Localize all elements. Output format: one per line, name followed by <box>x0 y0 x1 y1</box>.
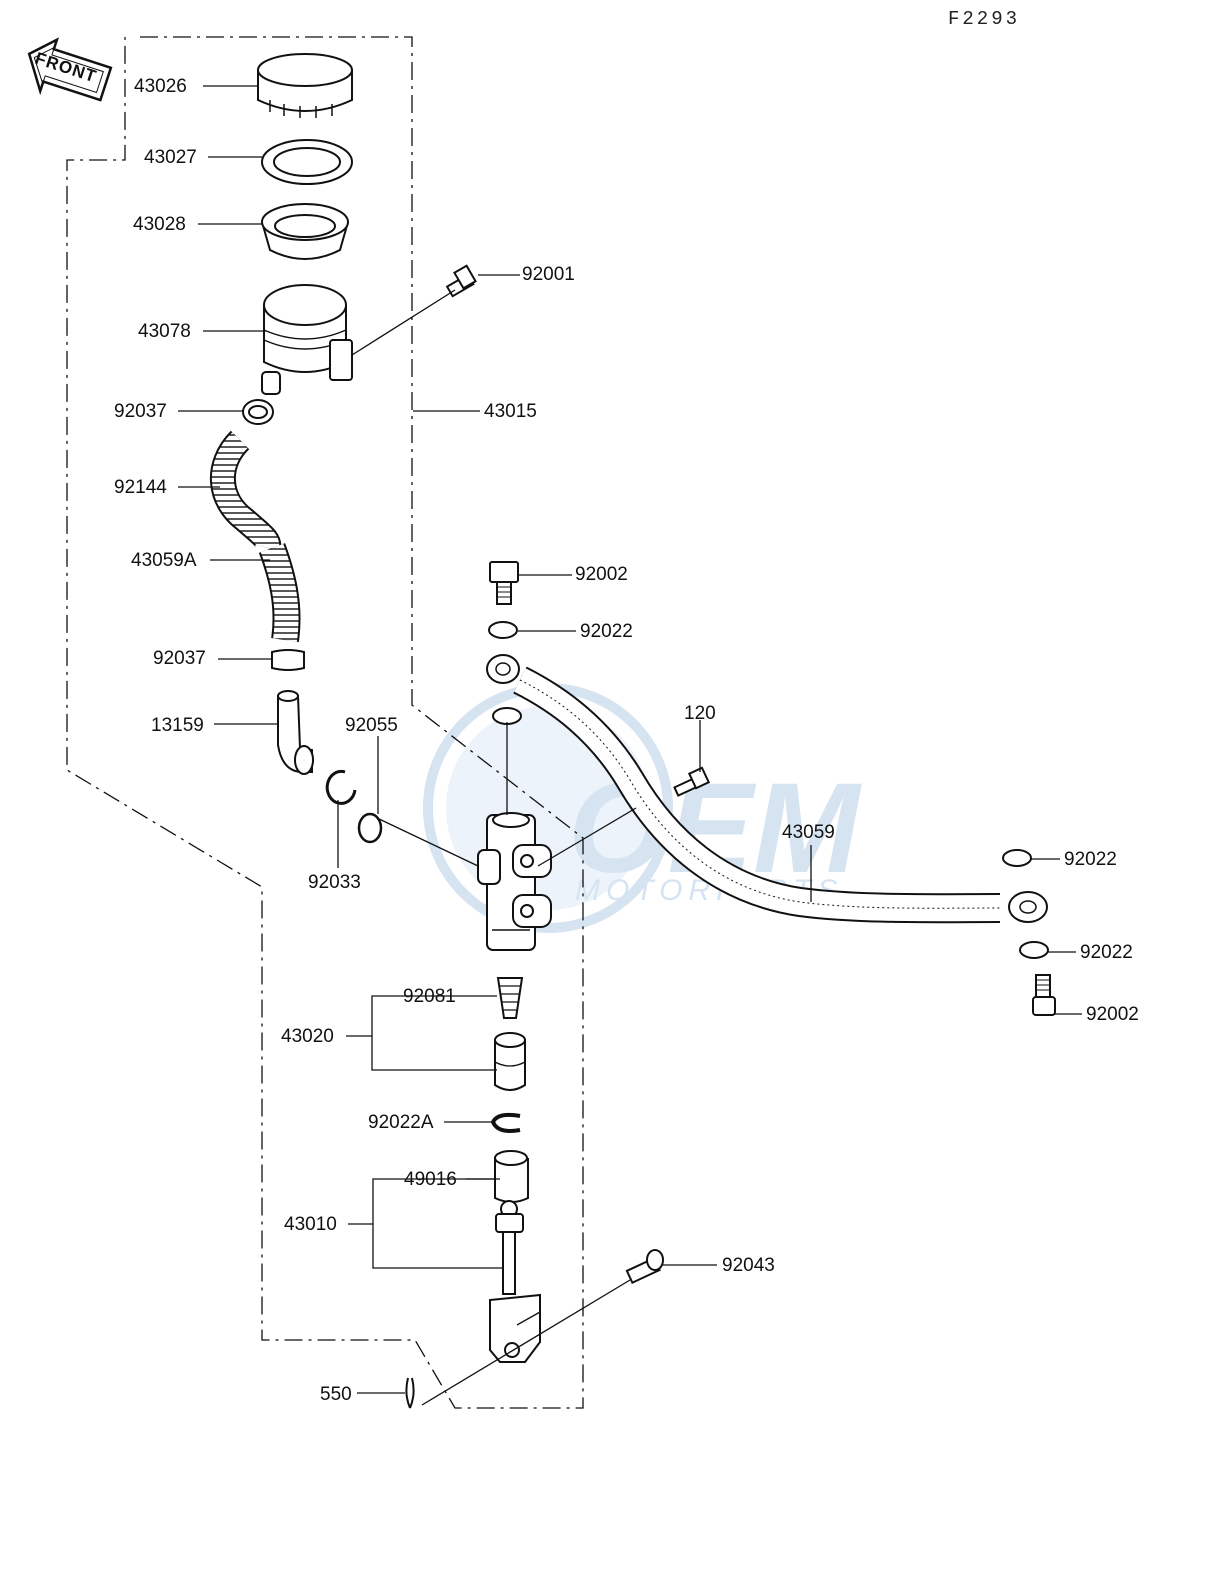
part-label[interactable]: 92002 <box>575 564 628 585</box>
cotter-pin-part[interactable] <box>405 1377 415 1409</box>
part-label[interactable]: 120 <box>684 703 716 724</box>
part-label[interactable]: 550 <box>320 1384 352 1405</box>
part-label[interactable]: 43020 <box>281 1026 334 1047</box>
part-label[interactable]: 92055 <box>345 715 398 736</box>
push-rod-part[interactable] <box>489 1200 541 1363</box>
master-cylinder-body-part[interactable] <box>477 812 552 951</box>
banjo-bolt-upper-part[interactable] <box>489 561 519 605</box>
part-label[interactable]: 43015 <box>484 401 537 422</box>
part-label[interactable]: 92001 <box>522 264 575 285</box>
front-arrow-icon <box>27 37 113 102</box>
piston-cup-part[interactable] <box>494 1032 526 1091</box>
spring-part[interactable] <box>496 977 524 1019</box>
part-label[interactable]: 92022A <box>368 1112 434 1133</box>
part-label[interactable]: 43026 <box>134 76 187 97</box>
part-label[interactable]: 92022 <box>1080 942 1133 963</box>
part-label[interactable]: 92002 <box>1086 1004 1139 1025</box>
o-ring-part[interactable] <box>357 812 383 844</box>
part-label[interactable]: 92037 <box>153 648 206 669</box>
hose-elbow-part[interactable] <box>277 690 314 775</box>
part-label[interactable]: 43078 <box>138 321 191 342</box>
banjo-bolt-lower-part[interactable] <box>1032 974 1056 1016</box>
part-label[interactable]: 92037 <box>114 401 167 422</box>
brake-hose-part[interactable] <box>486 654 1048 924</box>
leader-lines <box>178 85 1082 1406</box>
washer-lower-body-part[interactable] <box>492 707 522 725</box>
part-label[interactable]: 13159 <box>151 715 204 736</box>
hose-clamp-lower-part[interactable] <box>271 649 305 671</box>
dust-boot-part[interactable] <box>494 1150 529 1203</box>
reservoir-part[interactable] <box>261 284 353 395</box>
diagram-code: F2293 <box>948 8 1021 30</box>
reservoir-cap-part[interactable] <box>257 53 353 118</box>
part-label[interactable]: 49016 <box>404 1169 457 1190</box>
hose-clamp-bolt-part[interactable] <box>673 766 711 797</box>
part-label[interactable]: 43010 <box>284 1214 337 1235</box>
part-label[interactable]: 92144 <box>114 477 167 498</box>
circlip-part[interactable] <box>325 769 357 805</box>
part-label[interactable]: 92043 <box>722 1255 775 1276</box>
part-label[interactable]: 43027 <box>144 147 197 168</box>
washer-right-lower-part[interactable] <box>1019 941 1049 959</box>
part-label[interactable]: 92022 <box>1064 849 1117 870</box>
diaphragm-plate-part[interactable] <box>261 139 353 185</box>
part-label[interactable]: 43059A <box>131 550 197 571</box>
part-label[interactable]: 92022 <box>580 621 633 642</box>
part-label[interactable]: 92033 <box>308 872 361 893</box>
hose-clamp-upper-part[interactable] <box>242 399 274 425</box>
diaphragm-part[interactable] <box>261 203 349 260</box>
part-label[interactable]: 43028 <box>133 214 186 235</box>
part-label[interactable]: 92081 <box>403 986 456 1007</box>
clevis-pin-part[interactable] <box>625 1249 664 1285</box>
part-label[interactable]: 43059 <box>782 822 835 843</box>
assembly-outline <box>66 36 584 1409</box>
retaining-clip-part[interactable] <box>490 1112 521 1133</box>
washer-upper-part[interactable] <box>488 621 518 639</box>
washer-right-upper-part[interactable] <box>1002 849 1032 867</box>
